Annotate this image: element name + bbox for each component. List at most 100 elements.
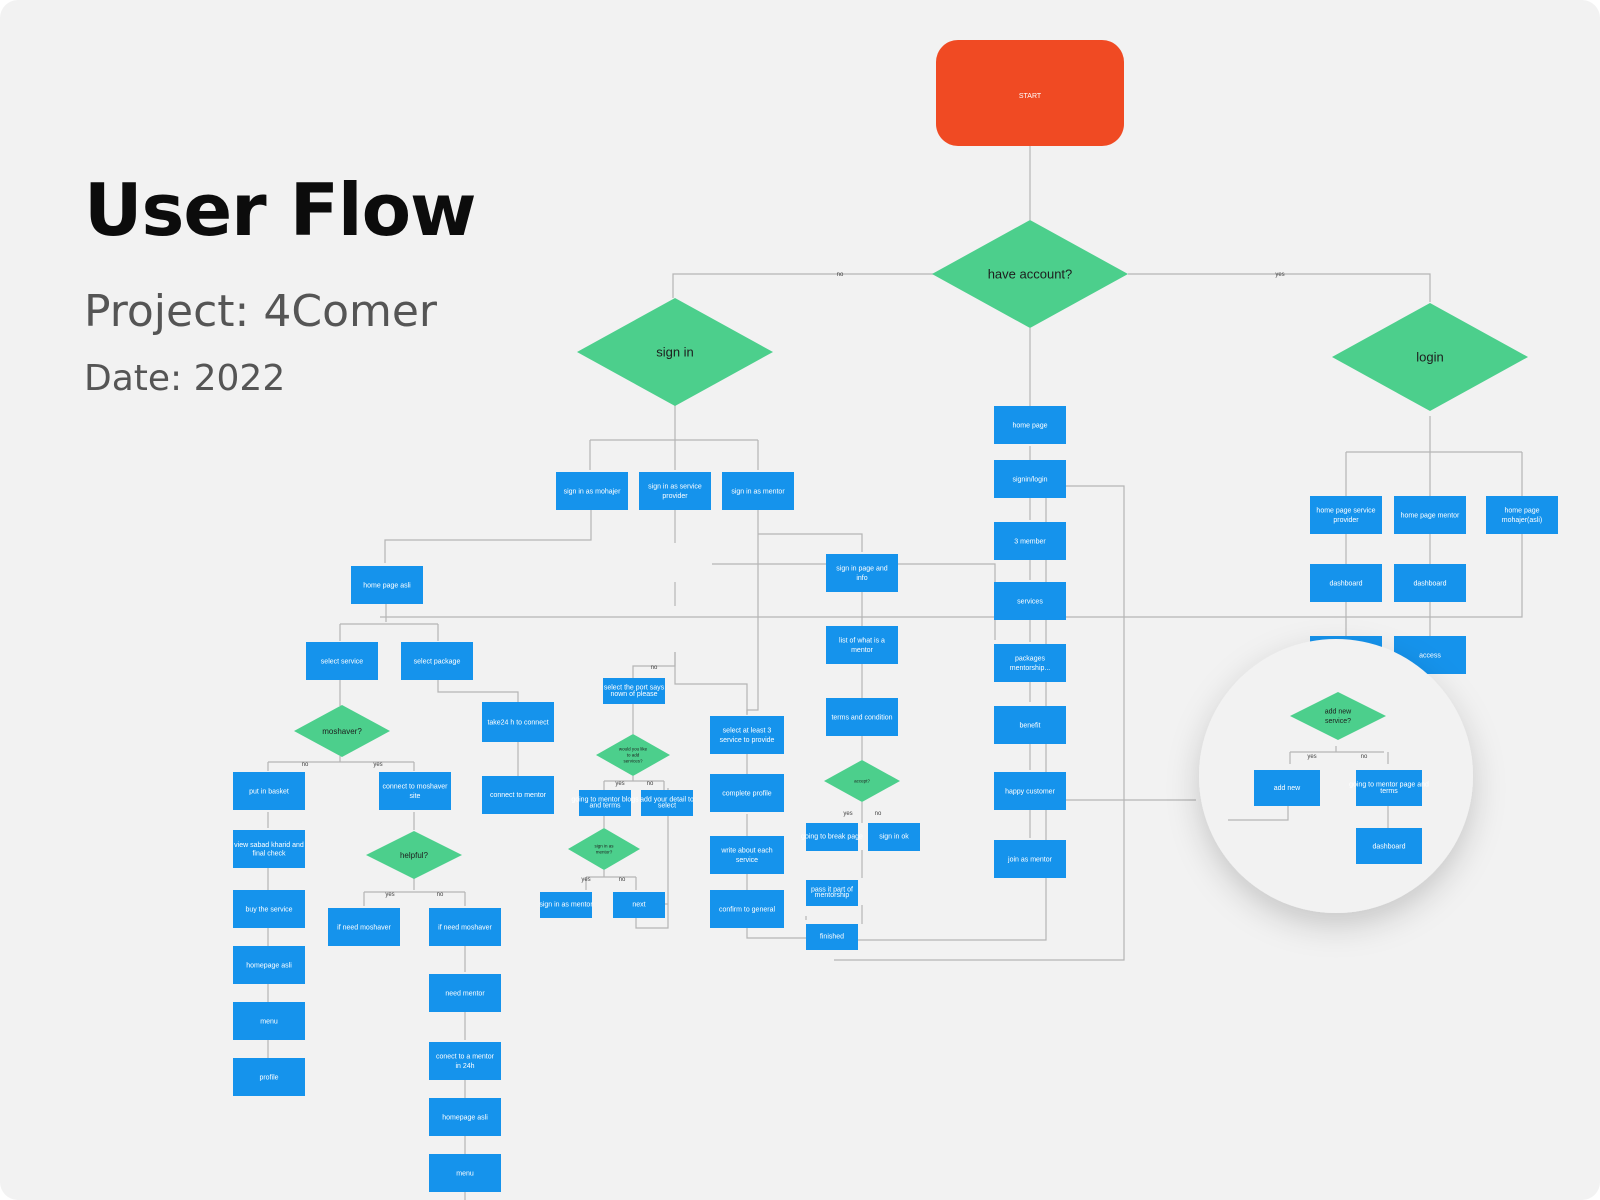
take24-shape [482, 702, 554, 742]
edge-label-yes: yes [1275, 272, 1284, 278]
sign-in-mohajer-shape [556, 472, 628, 510]
benefit-shape [994, 706, 1066, 744]
sign-as-mentor-node: sign in as mentor [539, 892, 593, 918]
confirm-general-node: confirm to general [710, 890, 784, 928]
connector-line [585, 870, 637, 890]
dashboard-2-shape [1394, 564, 1466, 602]
sign-in-mentor-node: sign in as mentor [722, 472, 794, 510]
pass-part-shape [806, 880, 858, 906]
if-need-2-node: if need moshaver [429, 908, 501, 946]
benefit-node: benefit [994, 706, 1066, 744]
complete-profile-node: complete profile [710, 774, 784, 812]
edge-label-no: no [1361, 754, 1368, 760]
connector-line [746, 928, 806, 939]
complete-profile-shape [710, 774, 784, 812]
homepage-asli-2-shape [429, 1098, 501, 1136]
connect-mentor-small-shape [482, 776, 554, 814]
if-need-1-shape [328, 908, 400, 946]
services-node: services [994, 582, 1066, 620]
services-label: services [1017, 598, 1043, 605]
confirm-general-shape [710, 890, 784, 928]
put-basket-label: put in basket [249, 788, 289, 795]
signin-login-label: signin/login [1012, 476, 1047, 483]
home-asli-shape [351, 566, 423, 604]
next-node: next [613, 892, 665, 918]
packages-shape [994, 644, 1066, 682]
signin-login-node: signin/login [994, 460, 1066, 498]
buy-service-shape [233, 890, 305, 928]
if-need-2-shape [429, 908, 501, 946]
join-mentor-label: join as mentor [1007, 856, 1053, 863]
menu-2-node: menu [429, 1154, 501, 1192]
take24-node: take24 h to connect [482, 702, 554, 742]
buy-service-label: buy the service [245, 906, 292, 913]
connector-line [758, 533, 863, 552]
terms-condition-shape [826, 698, 898, 736]
dashboard-zoom-node: dashboard [1356, 828, 1422, 864]
edge-label-no: no [651, 665, 658, 671]
next-label: next [632, 902, 645, 909]
write-about-shape [710, 836, 784, 874]
three-member-shape [994, 522, 1066, 560]
edge-label-yes: yes [615, 781, 624, 787]
home-mentor-label: home page mentor [1401, 512, 1460, 519]
add-new-q-shape [1290, 692, 1386, 740]
next-shape [613, 892, 665, 918]
going-break-node: going to break page [801, 823, 863, 851]
connector-line [834, 485, 1125, 961]
finished-shape [806, 924, 858, 950]
sign-in-label: sign in [656, 345, 694, 360]
small-q3-decision: accept? [824, 760, 900, 802]
join-mentor-node: join as mentor [994, 840, 1066, 878]
edge-label-yes: yes [385, 892, 394, 898]
access-label: access [1419, 652, 1441, 659]
login-label: login [1416, 350, 1443, 365]
home-asli-label: home page asli [363, 582, 411, 589]
sign-in-ok-node: sign in ok [868, 823, 920, 851]
profile-shape [233, 1058, 305, 1096]
dashboard-1-label: dashboard [1329, 580, 1362, 587]
add-new-label: add new [1274, 785, 1301, 792]
going-break-shape [806, 823, 858, 851]
sign-in-mohajer-label: sign in as mohajer [564, 488, 621, 495]
select-3-shape [710, 716, 784, 754]
connect-mentor-small-node: connect to mentor [482, 776, 554, 814]
connector-line [384, 510, 592, 563]
connector-line [1228, 806, 1289, 821]
edge-label-no: no [437, 892, 444, 898]
edge-label-no: no [875, 811, 882, 817]
profile-label: profile [259, 1074, 278, 1081]
select-package-shape [401, 642, 473, 680]
sign-in-ok-label: sign in ok [879, 833, 909, 840]
benefit-label: benefit [1019, 722, 1040, 729]
finished-node: finished [806, 924, 858, 950]
connect-mentor-small-label: connect to mentor [490, 792, 547, 799]
add-new-node: add new [1254, 770, 1320, 806]
sign-in-shape [577, 298, 773, 406]
home-page-node: home page [994, 406, 1066, 444]
finished-label: finished [820, 933, 844, 940]
list-mentor-shape [826, 626, 898, 664]
home-mentor-node: home page mentor [1394, 496, 1466, 534]
happy-customer-shape [994, 772, 1066, 810]
home-asli-node: home page asli [351, 566, 423, 604]
dashboard-2-label: dashboard [1413, 580, 1446, 587]
if-need-2-label: if need moshaver [438, 924, 492, 931]
dashboard-2-node: dashboard [1394, 564, 1466, 602]
helpful-q-decision: helpful? [366, 831, 462, 879]
sign-as-mentor-label: sign in as mentor [539, 902, 593, 909]
